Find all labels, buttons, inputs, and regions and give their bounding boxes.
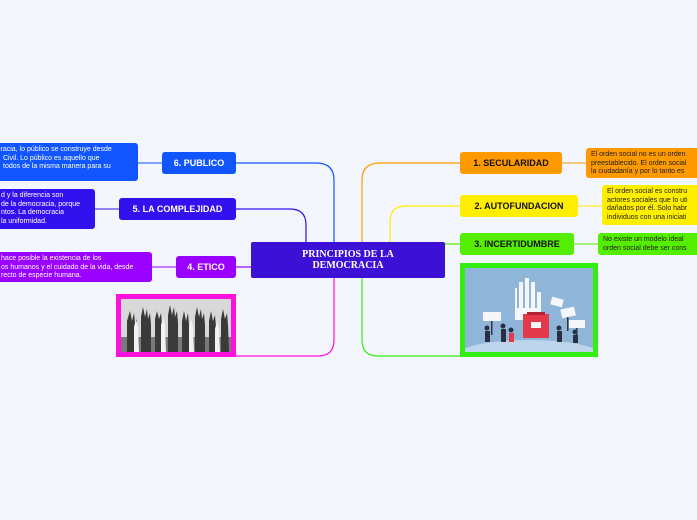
connector-image-right xyxy=(361,278,460,357)
topic-publico[interactable]: 6. PUBLICO xyxy=(162,152,236,174)
central-topic[interactable]: PRINCIPIOS DE LA DEMOCRACIA xyxy=(251,242,445,278)
connector-secularidad xyxy=(361,162,460,260)
note-complejidad-line: la uniformidad. xyxy=(1,217,47,225)
central-topic-line2: DEMOCRACIA xyxy=(312,260,384,271)
topic-secularidad-label: 1. SECULARIDAD xyxy=(473,158,549,168)
note-complejidad-line: ntos. La democracia xyxy=(1,209,65,216)
note-publico-line: Civil. Lo público es aquello que xyxy=(3,154,100,162)
image-left-frame[interactable] xyxy=(116,294,236,357)
note-secularidad-line: preestablecido. El orden social xyxy=(591,159,687,167)
topic-complejidad-label: 5. LA COMPLEJIDAD xyxy=(132,204,223,214)
image-right-frame[interactable] xyxy=(459,263,599,368)
note-autofundacion-line: individuos con una iniciati xyxy=(607,213,687,221)
note-autofundacion-line: dañados por él. Solo habr xyxy=(607,205,688,212)
note-complejidad[interactable]: d y la diferencia son de la democracia, … xyxy=(0,189,95,229)
topic-secularidad[interactable]: 1. SECULARIDAD xyxy=(460,152,562,174)
note-etico[interactable]: hace posible la existencia de los os hum… xyxy=(0,252,152,282)
topic-autofundacion[interactable]: 2. AUTOFUNDACION xyxy=(460,195,578,217)
raised-hands-photo-icon xyxy=(121,299,231,352)
note-secularidad-line: El orden social no es un orden xyxy=(591,151,686,158)
note-incertidumbre-line: No existe un modelo ideal xyxy=(603,236,684,243)
note-etico-line: recto de especie humana. xyxy=(1,272,82,279)
topic-incertidumbre-label: 3. INCERTIDUMBRE xyxy=(474,239,560,249)
note-publico-line: cracia, lo público se construye desde xyxy=(0,146,112,153)
topic-complejidad[interactable]: 5. LA COMPLEJIDAD xyxy=(119,198,236,220)
topic-etico-label: 4. ETICO xyxy=(187,262,225,272)
topic-incertidumbre[interactable]: 3. INCERTIDUMBRE xyxy=(460,233,574,255)
note-publico-line: todos de la misma manera para su xyxy=(3,163,111,170)
note-autofundacion-line: actores sociales que lo uti xyxy=(607,196,688,204)
connector-autofundacion xyxy=(389,205,460,242)
note-autofundacion-line: El orden social es constru xyxy=(607,188,688,195)
note-incertidumbre-line: orden social debe ser cons xyxy=(603,244,687,252)
topic-publico-label: 6. PUBLICO xyxy=(173,158,225,168)
connector-publico xyxy=(236,162,335,242)
note-secularidad-line: la ciudadanía y por lo tanto es xyxy=(591,168,685,175)
central-topic-line1: PRINCIPIOS DE LA xyxy=(302,249,394,260)
note-incertidumbre[interactable]: No existe un modelo ideal orden social d… xyxy=(598,233,697,255)
note-etico-line: hace posible la existencia de los xyxy=(1,255,102,262)
topic-etico[interactable]: 4. ETICO xyxy=(176,256,236,278)
note-complejidad-line: de la democracia, porque xyxy=(1,200,80,208)
connector-image-left xyxy=(236,278,335,357)
voting-ballot-box-illustration-icon xyxy=(459,268,599,368)
note-publico[interactable]: cracia, lo público se construye desde Ci… xyxy=(0,143,138,181)
note-autofundacion[interactable]: El orden social es constru actores socia… xyxy=(602,185,697,225)
note-etico-line: os humanos y el cuidado de la vida, desd… xyxy=(1,263,134,271)
connector-complejidad xyxy=(236,208,307,242)
topic-autofundacion-label: 2. AUTOFUNDACION xyxy=(474,201,564,211)
note-secularidad[interactable]: El orden social no es un orden preestabl… xyxy=(586,148,697,178)
note-complejidad-line: d y la diferencia son xyxy=(1,192,64,199)
